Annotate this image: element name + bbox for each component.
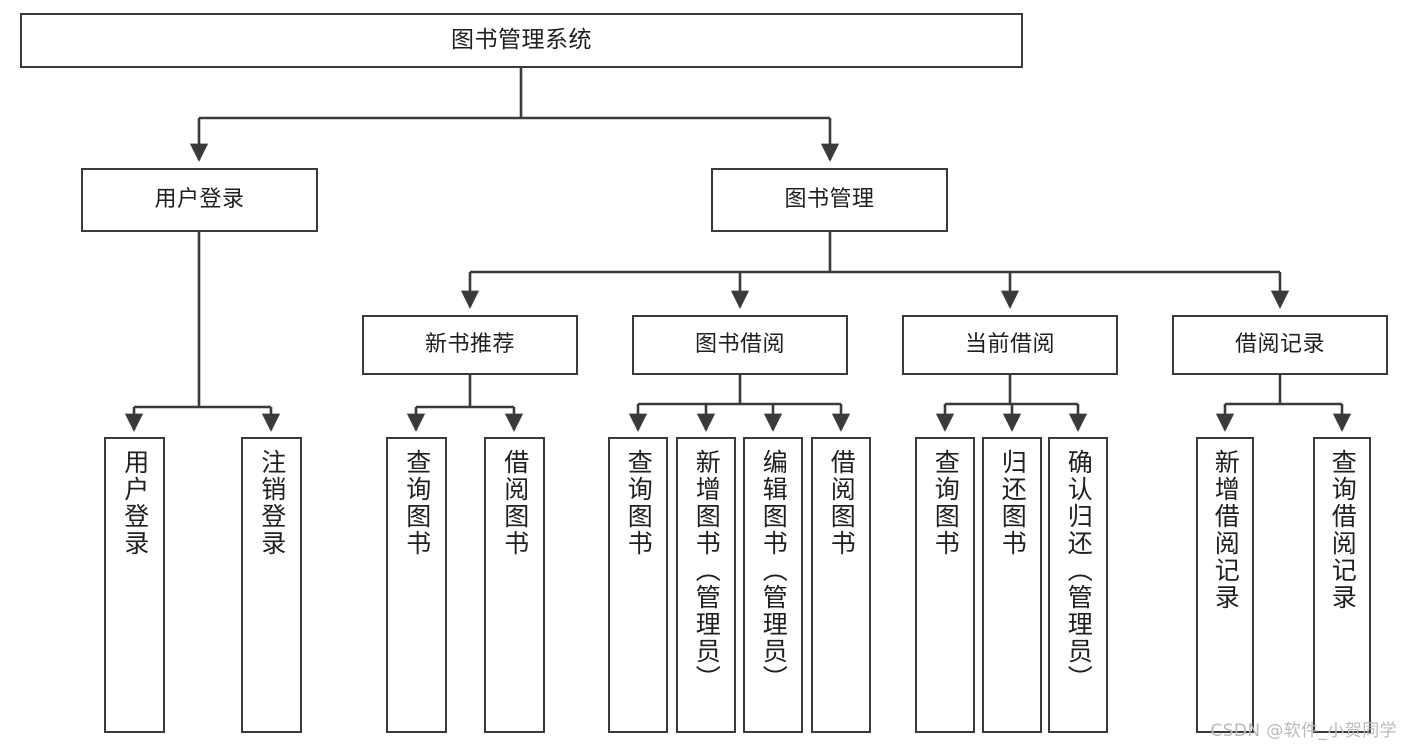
node-current-borrow-label: 当前借阅 <box>964 332 1055 358</box>
node-root-label: 图书管理系统 <box>451 26 592 53</box>
leaf-return-book-label: 归还图书 <box>998 449 1028 557</box>
leaf-logout[interactable]: 注销登录 <box>241 437 302 733</box>
node-book-borrow[interactable]: 图书借阅 <box>632 315 848 375</box>
leaf-confirm-return-admin[interactable]: 确认归还（管理员） <box>1048 437 1108 733</box>
node-book-management[interactable]: 图书管理 <box>711 168 948 232</box>
leaf-query-book-current-label: 查询图书 <box>931 449 961 557</box>
node-current-borrow[interactable]: 当前借阅 <box>902 315 1118 375</box>
leaf-borrow-book-recommend[interactable]: 借阅图书 <box>484 437 545 733</box>
leaf-user-login-label: 用户登录 <box>120 449 150 557</box>
leaf-query-book-recommend-label: 查询图书 <box>402 449 432 557</box>
leaf-add-book-admin[interactable]: 新增图书（管理员） <box>676 437 736 733</box>
watermark: CSDN @软件_小贺同学 <box>1210 721 1397 741</box>
node-root[interactable]: 图书管理系统 <box>20 13 1023 68</box>
leaf-logout-label: 注销登录 <box>257 449 287 557</box>
leaf-borrow-book-recommend-label: 借阅图书 <box>500 449 530 557</box>
leaf-query-book-borrow[interactable]: 查询图书 <box>608 437 668 733</box>
leaf-borrow-book-label: 借阅图书 <box>827 449 857 557</box>
leaf-return-book[interactable]: 归还图书 <box>982 437 1042 733</box>
leaf-query-borrow-record-label: 查询借阅记录 <box>1328 449 1358 611</box>
leaf-borrow-book[interactable]: 借阅图书 <box>811 437 871 733</box>
node-borrow-record-label: 借阅记录 <box>1234 332 1325 358</box>
node-borrow-record[interactable]: 借阅记录 <box>1172 315 1388 375</box>
node-new-book-recommend-label: 新书推荐 <box>424 332 515 358</box>
node-user-login-label: 用户登录 <box>154 187 245 213</box>
leaf-query-book-current[interactable]: 查询图书 <box>915 437 975 733</box>
node-book-borrow-label: 图书借阅 <box>694 332 785 358</box>
node-user-login[interactable]: 用户登录 <box>81 168 318 232</box>
leaf-query-book-borrow-label: 查询图书 <box>624 449 654 557</box>
node-new-book-recommend[interactable]: 新书推荐 <box>362 315 578 375</box>
leaf-add-book-admin-label: 新增图书（管理员） <box>692 449 722 692</box>
node-book-management-label: 图书管理 <box>784 187 875 213</box>
leaf-query-book-recommend[interactable]: 查询图书 <box>386 437 447 733</box>
leaf-add-borrow-record-label: 新增借阅记录 <box>1211 449 1241 611</box>
leaf-query-borrow-record[interactable]: 查询借阅记录 <box>1313 437 1371 733</box>
leaf-confirm-return-admin-label: 确认归还（管理员） <box>1064 449 1094 692</box>
leaf-add-borrow-record[interactable]: 新增借阅记录 <box>1196 437 1254 733</box>
leaf-user-login[interactable]: 用户登录 <box>104 437 165 733</box>
leaf-edit-book-admin-label: 编辑图书（管理员） <box>759 449 789 692</box>
leaf-edit-book-admin[interactable]: 编辑图书（管理员） <box>743 437 803 733</box>
